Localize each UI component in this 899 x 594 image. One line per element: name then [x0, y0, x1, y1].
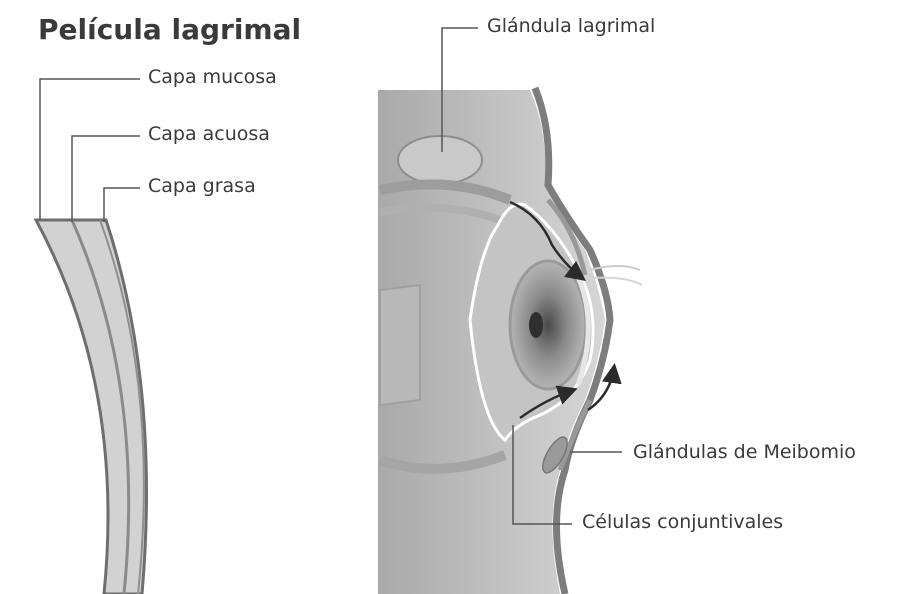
leader-capa-mucosa	[40, 79, 140, 220]
leader-capa-acuosa	[72, 136, 140, 222]
leader-capa-grasa	[104, 188, 140, 222]
tear-film-band	[36, 220, 147, 594]
eye-cross-section	[378, 88, 642, 594]
